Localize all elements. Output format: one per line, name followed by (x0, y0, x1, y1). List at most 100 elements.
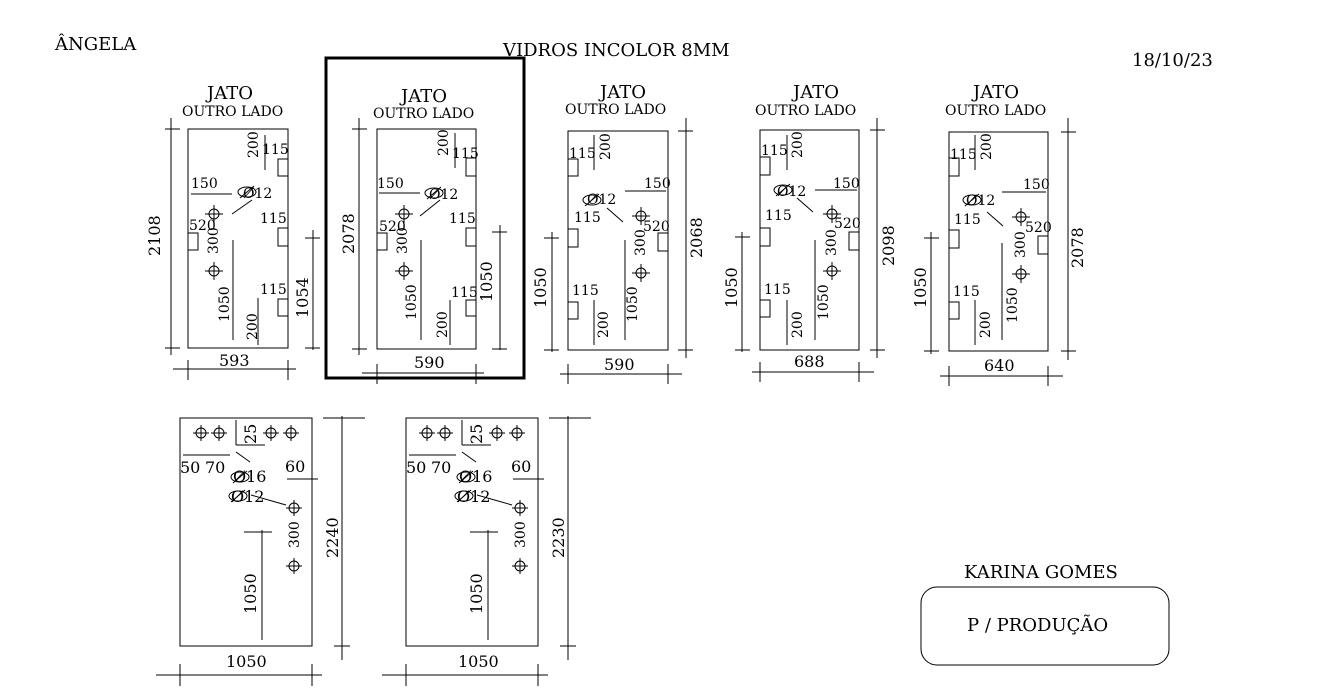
dim-label: 200 (790, 131, 806, 158)
height-dim: 2068 (687, 217, 706, 258)
dim-label: 115 (953, 284, 980, 300)
glass-panel (376, 128, 477, 350)
dim-label: 115 (574, 210, 601, 226)
glass-panel (405, 417, 539, 647)
dim-label: 150 (644, 176, 671, 192)
dim-label: 200 (436, 129, 452, 156)
glass-piece-2: JATO OUTRO LADO 2078 590 1050 200 115 15… (339, 86, 507, 384)
dim-label: 60 (511, 457, 531, 476)
door-panel-2: 2230 1050 25 50 70 Ø16 60 Ø12 300 1050 (382, 416, 591, 686)
production-note: P / PRODUÇÃO (967, 614, 1108, 636)
dim-label: 50 (180, 458, 200, 477)
glass-piece-3: JATO OUTRO LADO 2068 590 1050 115 200 Ø1… (531, 82, 706, 384)
dim-label: 1050 (722, 267, 741, 308)
dim-label: 115 (262, 142, 289, 158)
dim-label: 115 (954, 212, 981, 228)
dim-label: Ø12 (429, 187, 458, 203)
dim-label: 115 (260, 211, 287, 227)
date-label: 18/10/23 (1132, 50, 1213, 71)
height-dim: 2078 (339, 213, 358, 254)
width-dim: 1050 (226, 652, 267, 671)
glass-panel (759, 129, 860, 351)
dim-label: 200 (978, 311, 994, 338)
page-title: VIDROS INCOLOR 8MM (502, 40, 730, 61)
dim-label: 115 (452, 146, 479, 162)
piece-label-top: JATO (205, 83, 253, 104)
dim-label: 200 (979, 133, 995, 160)
glass-piece-1: JATO OUTRO LADO 2108 593 1054 115 20 (145, 83, 320, 380)
client-label: ÂNGELA (54, 32, 137, 55)
piece-label-top: JATO (598, 82, 646, 103)
dim-label: 200 (598, 133, 614, 160)
width-dim: 640 (984, 356, 1015, 375)
selection-frame (324, 56, 526, 380)
dim-label: 60 (285, 457, 305, 476)
dim-label: 1050 (816, 284, 832, 320)
width-dim: 590 (604, 355, 635, 374)
dim-label: Ø12 (587, 192, 616, 208)
dim-label: 25 (467, 424, 486, 444)
dim-label: 1054 (293, 277, 312, 318)
dim-label: 1050 (241, 573, 260, 614)
dim-label: 1050 (467, 573, 486, 614)
dim-label: 115 (761, 143, 788, 159)
dim-label: 520 (643, 219, 670, 235)
piece-label-top: JATO (971, 82, 1019, 103)
height-dim: 2240 (323, 517, 342, 558)
dim-label: 115 (569, 146, 596, 162)
glass-panel (948, 131, 1049, 352)
height-dim: 2098 (879, 225, 898, 266)
width-dim: 590 (414, 353, 445, 372)
glass-panel (179, 417, 313, 647)
production-box (920, 586, 1170, 666)
dim-label: 115 (764, 282, 791, 298)
piece-label-sub: OUTRO LADO (182, 104, 283, 120)
dim-label: Ø12 (457, 487, 490, 506)
dim-label: 300 (824, 229, 840, 256)
dim-label: 1050 (477, 261, 496, 302)
dim-label: 70 (431, 458, 451, 477)
dim-label: 200 (245, 313, 261, 340)
dim-label: 520 (1025, 220, 1052, 236)
dim-label: 520 (834, 216, 861, 232)
dim-label: 520 (189, 218, 216, 234)
dim-label: 200 (790, 311, 806, 338)
dim-label: Ø12 (231, 487, 264, 506)
dim-label: 150 (1023, 177, 1050, 193)
dim-label: 1050 (404, 284, 420, 320)
dim-label: Ø16 (459, 467, 492, 486)
dim-label: 520 (379, 219, 406, 235)
dim-label: 200 (435, 311, 451, 338)
dim-label: 1050 (625, 286, 641, 322)
glass-panel (187, 128, 289, 349)
width-dim: 1050 (458, 652, 499, 671)
dim-label: 300 (206, 227, 222, 254)
height-dim: 2230 (549, 517, 568, 558)
dim-label: 300 (287, 521, 303, 548)
dim-label: 1050 (911, 267, 930, 308)
piece-label-top: JATO (399, 86, 447, 107)
width-dim: 688 (794, 352, 825, 371)
dim-label: 115 (765, 208, 792, 224)
piece-label-sub: OUTRO LADO (565, 102, 666, 118)
piece-label-sub: OUTRO LADO (945, 103, 1046, 119)
dim-label: 115 (451, 285, 478, 301)
piece-label-sub: OUTRO LADO (755, 103, 856, 119)
door-panel-1: 2240 1050 25 50 70 Ø16 60 Ø12 300 1050 (156, 416, 365, 686)
piece-label-sub: OUTRO LADO (373, 106, 474, 122)
dim-label: 115 (449, 211, 476, 227)
client-name: KARINA GOMES (964, 562, 1118, 583)
dim-label: 25 (241, 424, 260, 444)
dim-label: 1050 (217, 286, 233, 322)
width-dim: 593 (219, 351, 250, 370)
dim-label: 1050 (531, 267, 550, 308)
dim-label: 150 (191, 176, 218, 192)
dim-label: 200 (246, 131, 262, 158)
dim-label: 115 (260, 282, 287, 298)
glass-panel (567, 130, 669, 351)
dim-label: 1050 (1005, 287, 1021, 323)
dim-label: 300 (1013, 231, 1029, 258)
piece-label-top: JATO (791, 82, 839, 103)
glass-piece-4: JATO OUTRO LADO 2098 688 1050 115 200 Ø1… (722, 82, 898, 382)
dim-label: Ø12 (777, 184, 806, 200)
